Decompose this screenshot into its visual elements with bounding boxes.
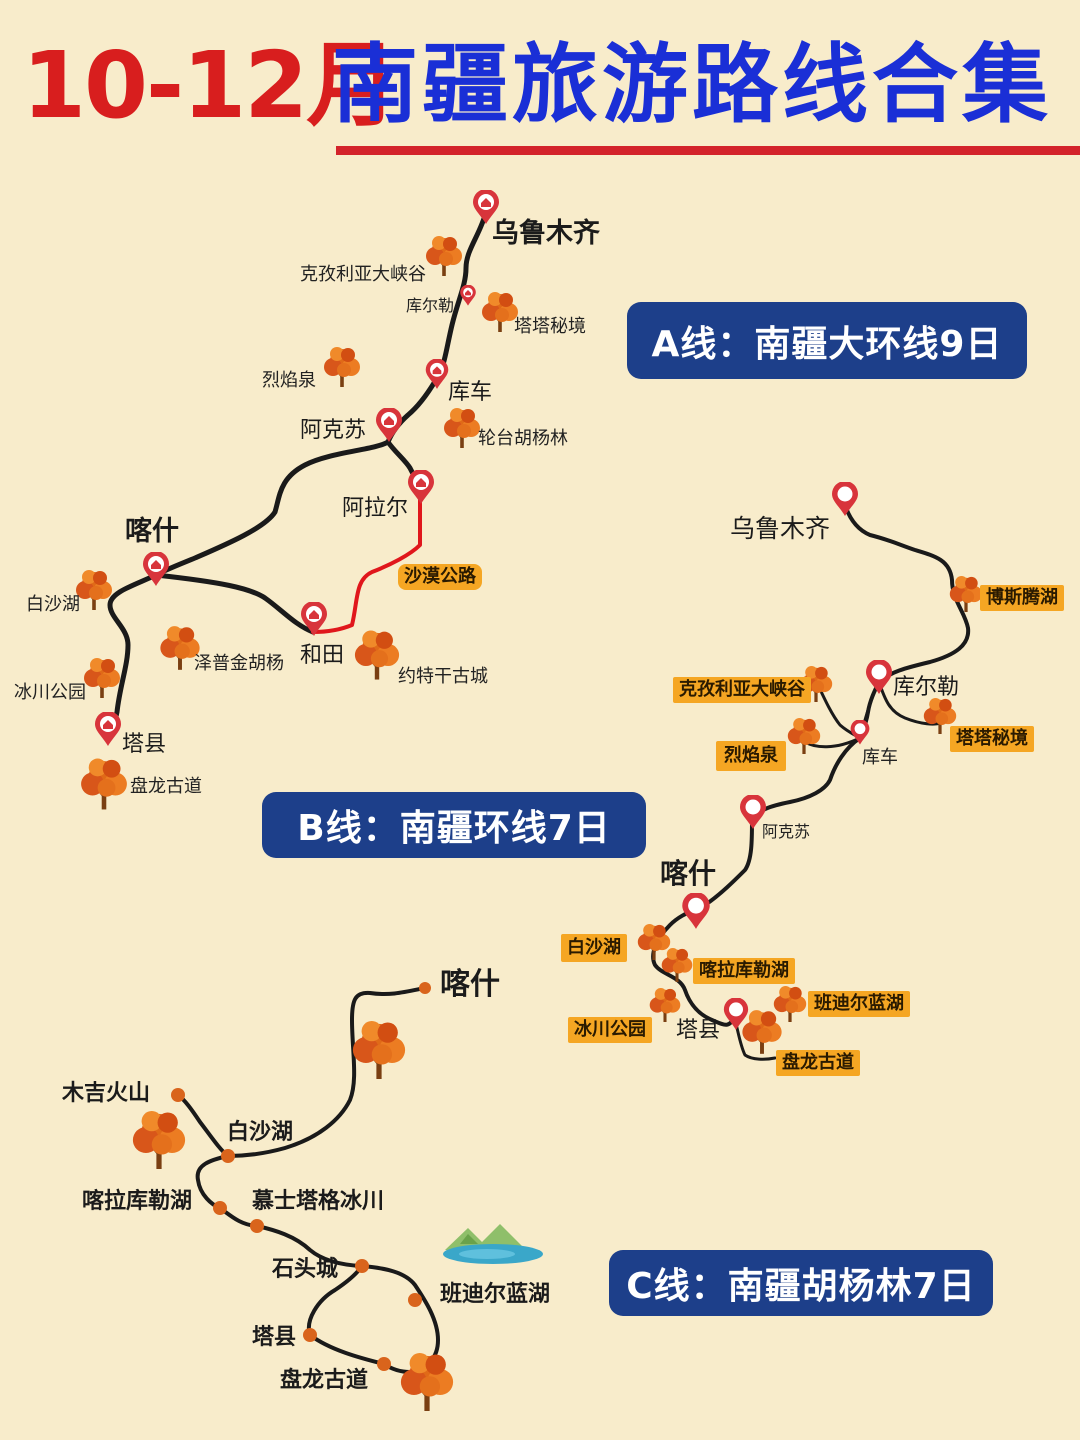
title-main: 南疆旅游路线合集: [332, 35, 1052, 135]
label-c-muztagh: 慕士塔格冰川: [252, 1189, 385, 1214]
label-c-panlong: 盘龙古道: [280, 1368, 369, 1393]
label-a-baisha: 白沙湖: [26, 594, 80, 615]
map-pin-icon: [682, 893, 710, 929]
label-a-aksu: 阿克苏: [300, 418, 367, 443]
lake-mountain-icon: [443, 1224, 543, 1264]
desert-road-line: [311, 490, 423, 634]
autumn-tree-icon: [75, 569, 113, 611]
autumn-tree-icon: [353, 629, 401, 681]
autumn-tree-icon: [660, 947, 694, 983]
label-a-luntai: 轮台胡杨林: [478, 428, 568, 449]
label-b-aksu: 阿克苏: [762, 822, 811, 841]
label-b-panlong: 盘龙古道: [776, 1050, 860, 1076]
label-b-glacier: 冰川公园: [568, 1017, 652, 1043]
label-b-kizil: 克孜利亚大峡谷: [673, 677, 811, 703]
map-pin-icon: [376, 408, 402, 442]
waypoint-dot-icon: [213, 1201, 227, 1215]
route-a: [75, 190, 519, 811]
label-b-flame: 烈焰泉: [716, 741, 786, 771]
autumn-tree-icon: [786, 717, 822, 755]
label-b-bandi: 班迪尔蓝湖: [808, 991, 910, 1017]
autumn-tree-icon: [648, 987, 682, 1023]
label-a-taxian: 塔县: [122, 732, 167, 757]
waypoint-dot-icon: [419, 982, 431, 994]
route-c-line: [176, 986, 427, 1158]
label-a-zepu: 泽普金胡杨: [194, 653, 284, 674]
label-a-panlong: 盘龙古道: [130, 776, 202, 797]
autumn-tree-icon: [636, 923, 672, 961]
label-c-mujihuoshan: 木吉火山: [62, 1081, 151, 1106]
label-a-kuqa: 库车: [448, 380, 493, 405]
label-b-karakul: 喀拉库勒湖: [693, 958, 795, 984]
title-underline: [336, 146, 1080, 155]
label-a-yotkan: 约特干古城: [398, 666, 488, 687]
route-b-branch-tata: [877, 680, 947, 726]
label-a-hotan: 和田: [300, 643, 345, 668]
label-c-kashgar: 喀什: [440, 967, 500, 1002]
map-pin-icon: [460, 285, 476, 306]
waypoint-dot-icon: [303, 1328, 317, 1342]
waypoint-dot-icon: [377, 1357, 391, 1371]
route-b-badge: B线：南疆环线7日: [262, 792, 646, 858]
route-b: [636, 482, 984, 1061]
waypoint-dot-icon: [250, 1219, 264, 1233]
title-months: 10-12月: [22, 32, 398, 139]
autumn-tree-icon: [443, 407, 481, 449]
route-a-line-south: [107, 572, 159, 738]
label-b-tata: 塔塔秘境: [950, 726, 1034, 752]
waypoint-dot-icon: [408, 1293, 422, 1307]
map-pin-icon: [425, 359, 449, 389]
label-c-taxian: 塔县: [252, 1325, 297, 1350]
map-pin-icon: [832, 482, 858, 516]
route-c-badge: C线：南疆胡杨林7日: [609, 1250, 993, 1316]
label-a-kashgar: 喀什: [125, 516, 179, 547]
label-b-baisha: 白沙湖: [561, 934, 627, 962]
label-b-kashgar: 喀什: [660, 857, 717, 890]
map-pin-icon: [95, 712, 121, 746]
waypoint-dot-icon: [171, 1088, 185, 1102]
label-b-korla: 库尔勒: [893, 675, 960, 700]
label-a-tata: 塔塔秘境: [514, 316, 586, 337]
autumn-tree-icon: [79, 757, 129, 811]
label-a-urumqi: 乌鲁木齐: [492, 218, 600, 249]
label-a-korla: 库尔勒: [406, 296, 455, 315]
label-b-taxian: 塔县: [676, 1018, 721, 1043]
label-a-glacier: 冰川公园: [14, 682, 86, 703]
label-a-kizil: 克孜利亚大峡谷: [300, 264, 426, 285]
route-a-line: [153, 209, 489, 635]
label-c-baisha: 白沙湖: [227, 1120, 294, 1145]
autumn-tree-icon: [948, 575, 984, 613]
route-b-line: [651, 503, 971, 1027]
label-b-kuqa: 库车: [862, 747, 898, 768]
autumn-tree-icon: [131, 1109, 187, 1171]
waypoint-dot-icon: [355, 1259, 369, 1273]
autumn-tree-icon: [399, 1351, 455, 1413]
label-c-karakul: 喀拉库勒湖: [82, 1189, 193, 1214]
label-c-stonecity: 石头城: [272, 1257, 339, 1282]
autumn-tree-icon: [425, 235, 463, 277]
autumn-tree-icon: [772, 985, 808, 1023]
label-b-bosten: 博斯腾湖: [980, 585, 1064, 611]
autumn-tree-icon: [323, 346, 361, 388]
route-c: [131, 982, 543, 1413]
route-a-badge: A线：南疆大环线9日: [627, 302, 1027, 379]
autumn-tree-icon: [481, 291, 519, 333]
label-a-alar: 阿拉尔: [342, 496, 409, 521]
label-a-flame: 烈焰泉: [262, 370, 316, 391]
autumn-tree-icon: [351, 1019, 407, 1081]
autumn-tree-icon: [83, 657, 121, 699]
autumn-tree-icon: [741, 1009, 783, 1055]
waypoint-dot-icon: [221, 1149, 235, 1163]
label-a-desert-road: 沙漠公路: [398, 564, 482, 590]
label-b-urumqi: 乌鲁木齐: [730, 514, 831, 543]
label-c-bandi: 班迪尔蓝湖: [440, 1282, 551, 1307]
map-pin-icon: [408, 470, 434, 504]
map-pin-icon: [866, 660, 892, 694]
route-b-branch-panlong: [732, 1014, 777, 1061]
